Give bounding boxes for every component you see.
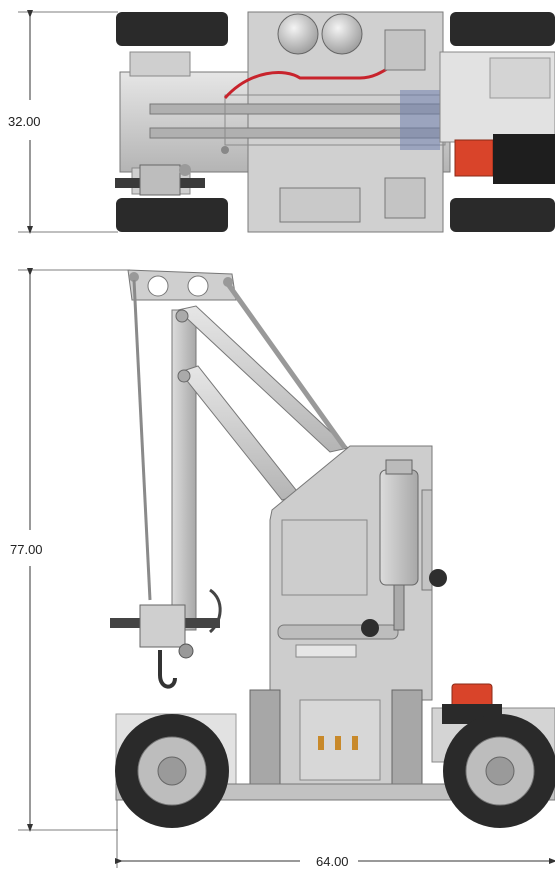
boom-tie-rod (225, 282, 348, 450)
side-height-dimension: 77.00 (10, 268, 130, 832)
air-tank-icon (277, 13, 319, 55)
base-width-label: 64.00 (316, 854, 349, 869)
boom-head-plate (127, 269, 237, 301)
top-height-label: 32.00 (8, 114, 41, 129)
air-tank-icon (321, 13, 363, 55)
motor-icon (454, 139, 494, 177)
front-right-tire (116, 198, 228, 232)
rear-wheel-icon (443, 714, 555, 828)
front-wheel-icon (115, 714, 229, 828)
side-view: 77.00 64.00 (10, 268, 555, 869)
rear-left-tire (450, 12, 555, 46)
hoist-cable (132, 279, 152, 601)
hydraulic-cylinder (379, 469, 419, 586)
base-width-dimension: 64.00 (115, 780, 555, 869)
top-view: 32.00 (8, 10, 555, 234)
rear-right-tire (450, 198, 555, 232)
hook-block (139, 604, 186, 648)
crane-mast (171, 309, 197, 631)
top-height-dimension: 32.00 (8, 10, 118, 234)
side-height-label: 77.00 (10, 542, 43, 557)
hook-icon (158, 650, 177, 689)
front-left-tire (116, 12, 228, 46)
